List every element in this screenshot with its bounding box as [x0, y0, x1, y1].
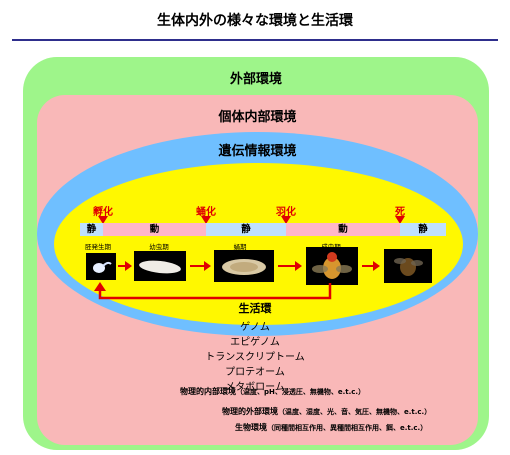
larva-icon [139, 260, 181, 274]
omics-proteome: プロテオーム [225, 367, 285, 378]
biological-environment-detail: （同種間相互作用、異種間相互作用、餌、e.t.c.） [267, 424, 428, 432]
event-death: 死 [395, 207, 405, 218]
stage-label-larva: 幼虫期 [149, 243, 169, 251]
life-cycle-loop-arrow [94, 282, 332, 300]
biological-environment: 生物環境（同種間相互作用、異種間相互作用、餌、e.t.c.） [235, 422, 427, 433]
phase-embryo-static: 静 [80, 223, 103, 236]
larva-image [134, 251, 186, 281]
arrow-pupa-to-adult [278, 261, 302, 271]
page-title: 生体内外の様々な環境と生活環 [157, 13, 353, 29]
event-eclosion-marker [281, 216, 291, 224]
arrow-embryo-to-larva [118, 261, 132, 271]
event-death-marker [395, 216, 405, 224]
adult-fly-icon [312, 252, 352, 279]
event-hatching: 孵化 [93, 207, 113, 218]
omics-list: ゲノム エピゲノム トランスクリプトーム プロテオーム メタボローム [140, 318, 370, 393]
phase-death-static: 静 [400, 223, 446, 236]
pupa-image [214, 250, 274, 282]
event-hatching-marker [98, 216, 108, 224]
dead-fly-icon [394, 258, 423, 276]
phase-pupa-static: 静 [206, 223, 286, 236]
life-cycle-label: 生活環 [238, 302, 272, 315]
physical-external-environment-detail: （温度、湿度、光、音、気圧、無機物、e.t.c.） [278, 408, 432, 416]
individual-internal-environment-label: 個体内部環境 [218, 110, 297, 125]
event-pupation-marker [201, 216, 211, 224]
physical-internal-environment-detail: （温度、pH、浸透圧、無機物、e.t.c.） [236, 388, 366, 396]
embryo-icon [93, 261, 112, 273]
arrow-larva-to-pupa [190, 261, 211, 271]
physical-internal-environment-name: 物理的内部環境 [180, 387, 236, 396]
omics-transcriptome: トランスクリプトーム [205, 352, 305, 363]
phase-larva-active: 動 [103, 223, 206, 236]
omics-genome: ゲノム [240, 322, 270, 333]
external-environment-label: 外部環境 [229, 72, 282, 87]
physical-internal-environment: 物理的内部環境（温度、pH、浸透圧、無機物、e.t.c.） [180, 386, 365, 397]
biological-environment-name: 生物環境 [235, 423, 267, 432]
genetic-information-environment-label: 遺伝情報環境 [218, 144, 297, 159]
physical-external-environment: 物理的外部環境（温度、湿度、光、音、気圧、無機物、e.t.c.） [222, 406, 431, 417]
dead-fly-image [384, 249, 432, 283]
physical-external-environment-name: 物理的外部環境 [222, 407, 278, 416]
title-divider [12, 39, 498, 41]
omics-metabolome: メタボローム [225, 382, 285, 393]
stage-label-embryo: 胚発生期 [85, 243, 111, 251]
omics-epigenome: エピゲノム [230, 337, 280, 348]
arrow-adult-to-death [362, 261, 380, 271]
stage-label-pupa: 蛹期 [233, 243, 247, 251]
embryo-image [86, 253, 116, 280]
phase-adult-active: 動 [286, 223, 400, 236]
pupa-icon [222, 259, 266, 275]
event-eclosion: 羽化 [276, 207, 296, 218]
event-pupation: 蛹化 [196, 207, 216, 218]
adult-image [306, 247, 358, 285]
